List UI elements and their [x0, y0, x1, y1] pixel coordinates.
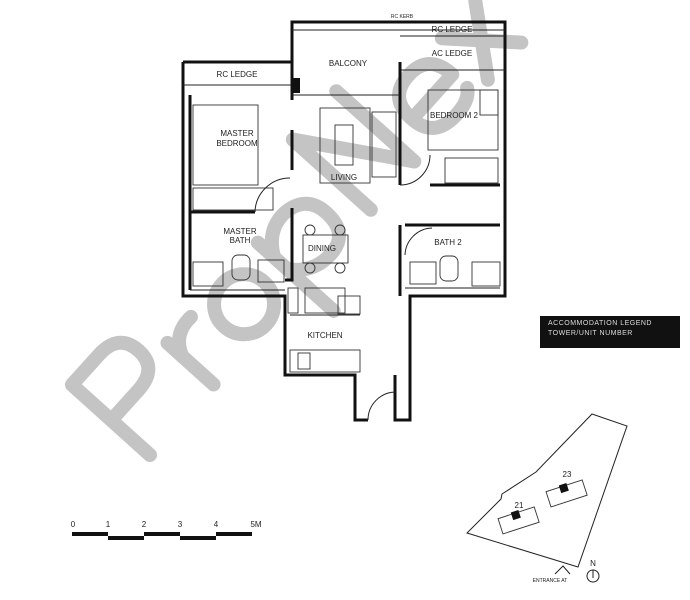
north-label: N: [590, 559, 596, 568]
scale-tick: 0: [71, 520, 76, 529]
master-bath-label-1: MASTER: [223, 227, 257, 236]
master-bedroom-label-2: BEDROOM: [216, 139, 258, 148]
unit-walls: [181, 20, 507, 422]
master-bath-label-2: BATH: [230, 236, 251, 245]
scale-bar: 0 1 2 3 4 5M: [71, 520, 262, 540]
entrance-label: ENTRANCE AT: [533, 578, 568, 584]
living-label: LIVING: [331, 173, 357, 182]
key-plan: 23 21 ENTRANCE AT N: [466, 413, 628, 584]
scale-tick: 3: [178, 520, 183, 529]
unit-legend-line-1: ACCOMMODATION LEGEND: [548, 320, 652, 327]
kitchen-label: KITCHEN: [307, 331, 342, 340]
master-bedroom-label-1: MASTER: [220, 129, 254, 138]
scale-tick: 2: [142, 520, 147, 529]
bedroom2-label: BEDROOM 2: [430, 111, 479, 120]
block-23-label: 23: [563, 470, 572, 479]
scale-tick: 5M: [250, 520, 261, 529]
dining-label: DINING: [308, 244, 336, 253]
block-21-label: 21: [515, 501, 524, 510]
rc-ledge-top-label: RC LEDGE: [432, 25, 473, 34]
rc-kerb-label: RC KERB: [391, 14, 414, 20]
unit-legend-line-2: TOWER/UNIT NUMBER: [548, 330, 633, 337]
scale-tick: 1: [106, 520, 111, 529]
ac-ledge-label: AC LEDGE: [432, 49, 472, 58]
balcony-label: BALCONY: [329, 59, 368, 68]
rc-ledge-left-label: RC LEDGE: [217, 70, 258, 79]
furniture: [192, 89, 501, 373]
unit-legend: ACCOMMODATION LEGEND TOWER/UNIT NUMBER: [540, 316, 680, 348]
watermark-logo: [64, 0, 529, 462]
scale-tick: 4: [214, 520, 219, 529]
bath2-label: BATH 2: [434, 238, 462, 247]
